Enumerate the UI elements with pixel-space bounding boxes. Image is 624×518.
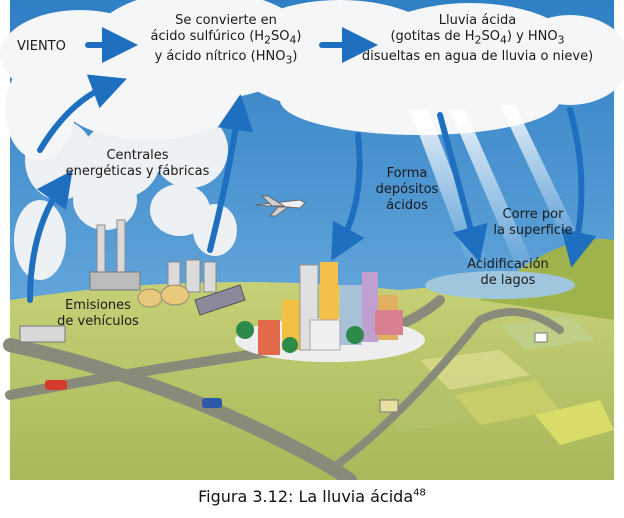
airplane-icon bbox=[254, 195, 306, 217]
label-vehicle-emissions: Emisiones de vehículos bbox=[48, 298, 148, 330]
label-power-plants-line2: energéticas y fábricas bbox=[65, 164, 210, 179]
label-vehicle-emissions-line1: Emisiones bbox=[65, 298, 131, 313]
arrow-deposits bbox=[331, 132, 365, 261]
label-acid-rain-line1: Lluvia ácida bbox=[438, 13, 517, 28]
city bbox=[235, 262, 425, 362]
figure-caption: Figura 3.12: La lluvia ácida48 bbox=[0, 487, 624, 506]
label-deposits: Forma depósitos ácidos bbox=[372, 166, 442, 214]
label-runoff: Corre por la superficie bbox=[488, 207, 578, 239]
label-power-plants-line1: Centrales bbox=[106, 148, 169, 163]
label-acid-rain-line2: (gotitas de H2SO4) y HNO3 bbox=[390, 29, 565, 47]
label-lake-acidification-line1: Acidificación bbox=[467, 257, 549, 272]
arrow-vehicles-up bbox=[27, 170, 73, 303]
farm-fields bbox=[380, 315, 614, 445]
arrow-lakes bbox=[437, 112, 488, 263]
label-runoff-line1: Corre por bbox=[502, 207, 564, 222]
label-converts-line2: ácido sulfúrico (H2SO4) bbox=[150, 29, 302, 47]
label-acid-rain-line3: disueltas en agua de lluvia o nieve) bbox=[361, 48, 594, 64]
label-deposits-line3: ácidos bbox=[386, 198, 428, 213]
label-deposits-line2: depósitos bbox=[375, 182, 439, 197]
ground bbox=[10, 262, 614, 480]
label-lake-acidification-line2: de lagos bbox=[480, 273, 536, 288]
arrow-factory-up bbox=[207, 94, 254, 253]
acid-rain-illustration bbox=[0, 0, 624, 480]
label-power-plants: Centrales energéticas y fábricas bbox=[55, 148, 220, 180]
vehicles bbox=[19, 325, 548, 413]
label-runoff-line2: la superficie bbox=[493, 223, 573, 238]
caption-text: Figura 3.12: La lluvia ácida bbox=[198, 487, 414, 506]
label-deposits-line1: Forma bbox=[386, 166, 428, 181]
label-viento: VIENTO bbox=[17, 39, 66, 54]
arrow-left-up bbox=[37, 74, 127, 153]
caption-footnote: 48 bbox=[413, 487, 426, 499]
factories bbox=[89, 219, 246, 316]
label-vehicle-emissions-line2: de vehículos bbox=[57, 314, 139, 329]
label-converts: Se convierte en ácido sulfúrico (H2SO4) … bbox=[136, 13, 316, 68]
label-converts-line1: Se convierte en bbox=[175, 13, 277, 28]
flow-arrows bbox=[27, 27, 597, 303]
arrow-surface bbox=[561, 107, 597, 268]
label-converts-line3: y ácido nítrico (HNO3) bbox=[154, 48, 298, 67]
label-lake-acidification: Acidificación de lagos bbox=[453, 257, 563, 289]
label-acid-rain: Lluvia ácida (gotitas de H2SO4) y HNO3 d… bbox=[355, 13, 600, 65]
